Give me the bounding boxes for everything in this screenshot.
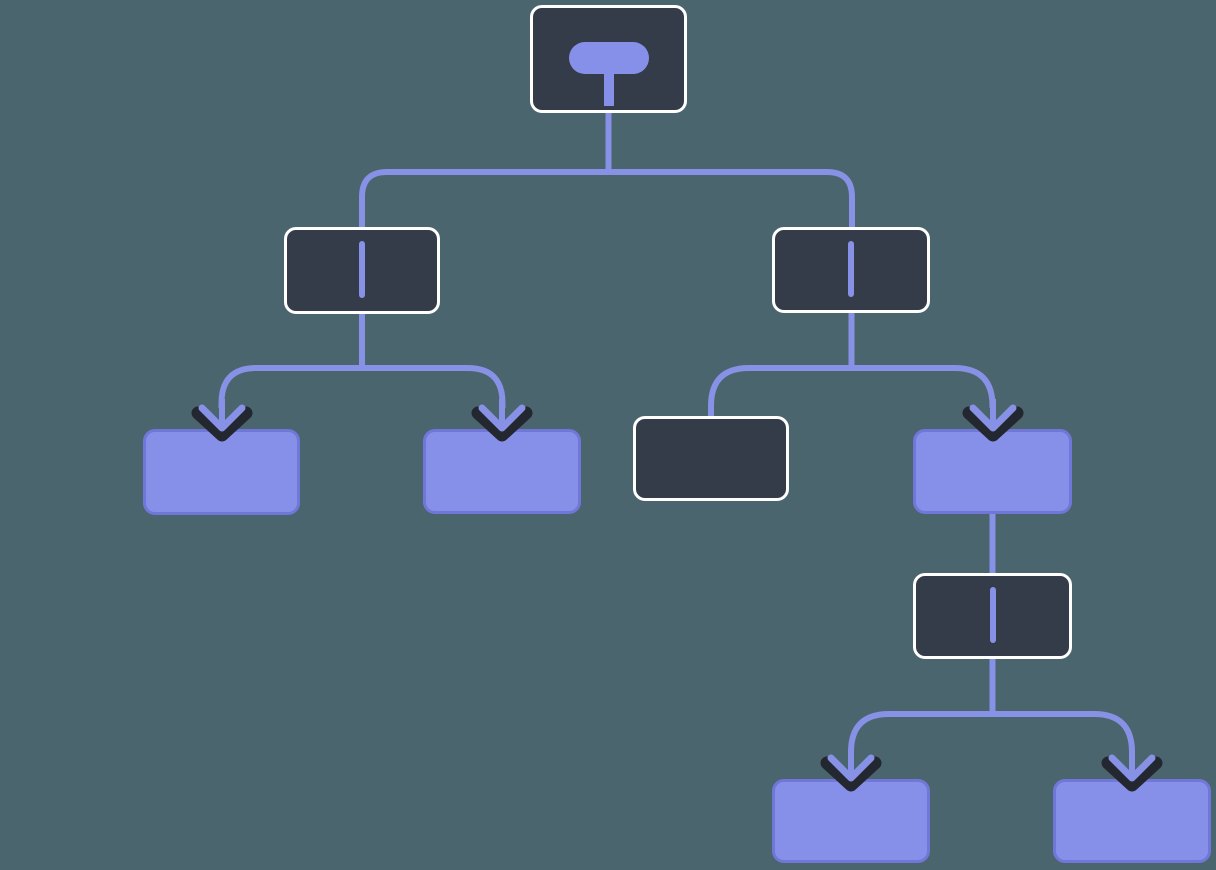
chevron-down-icon xyxy=(1101,749,1163,792)
tree-node-branch-right[interactable] xyxy=(772,227,930,313)
pill-stem-line xyxy=(603,68,614,106)
connector-left-branch xyxy=(218,365,506,408)
connector-top-branch xyxy=(359,169,855,230)
tree-node-branch-lower[interactable] xyxy=(913,573,1072,659)
chevron-down-icon xyxy=(191,399,252,442)
tree-node-branch-left[interactable] xyxy=(284,227,440,314)
tree-node-leaf-2[interactable] xyxy=(423,399,581,514)
chevron-down-icon xyxy=(820,749,882,792)
tree-node-leaf-3[interactable] xyxy=(633,416,789,501)
node-divider-line xyxy=(359,241,365,298)
tree-node-node-mid-right[interactable] xyxy=(913,399,1072,514)
tree-node-root[interactable] xyxy=(530,5,687,113)
connector-bottom-branch xyxy=(848,711,1135,756)
chevron-down-icon xyxy=(471,399,533,442)
node-divider-line xyxy=(848,241,854,297)
connector-right-branch xyxy=(708,365,996,420)
chevron-down-icon xyxy=(962,399,1023,442)
tree-node-leaf-1[interactable] xyxy=(143,399,300,515)
tree-node-leaf-4[interactable] xyxy=(772,749,930,863)
tree-node-leaf-5[interactable] xyxy=(1053,749,1211,863)
node-divider-line xyxy=(989,587,996,643)
